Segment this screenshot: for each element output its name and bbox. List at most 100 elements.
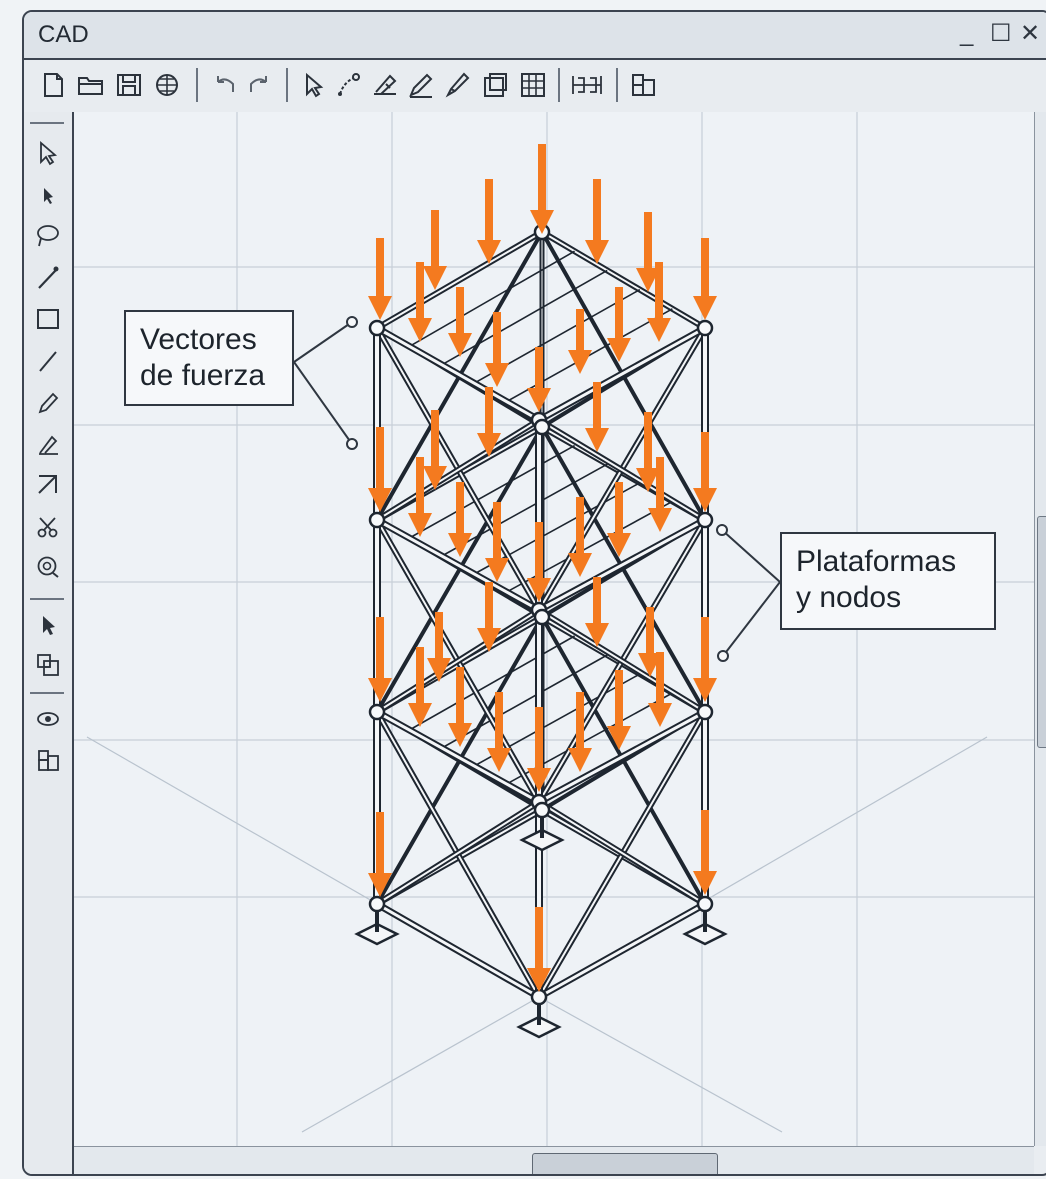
force-arrow-shaft [644, 212, 652, 272]
new-file-icon[interactable] [38, 70, 68, 100]
redo-icon[interactable] [244, 70, 274, 100]
force-arrow-shaft [593, 382, 601, 432]
force-arrow-head [368, 678, 392, 702]
horizontal-scroll-thumb[interactable] [532, 1153, 718, 1174]
force-arrow-head [585, 240, 609, 264]
force-arrow-head [607, 338, 631, 362]
force-arrow-shaft [576, 692, 584, 752]
structural-member-fill [376, 801, 540, 905]
small-pointer-icon[interactable] [35, 182, 61, 208]
node-tool-icon[interactable] [334, 70, 364, 100]
force-arrow-shaft [615, 287, 623, 342]
eye-icon[interactable] [35, 706, 61, 732]
blocks-icon[interactable] [628, 70, 658, 100]
horizontal-scrollbar[interactable] [74, 1146, 1034, 1174]
layers-icon[interactable] [35, 652, 61, 678]
force-arrow-head [527, 578, 551, 602]
force-arrow-shaft [644, 412, 652, 472]
web-icon[interactable] [152, 70, 182, 100]
force-arrow-shaft [535, 522, 543, 582]
force-arrow-head [448, 723, 472, 747]
brush-icon[interactable] [442, 70, 472, 100]
force-arrow-head [648, 508, 672, 532]
base-plate [516, 1015, 562, 1039]
force-arrow-shaft [431, 210, 439, 270]
structural-member-fill [538, 801, 706, 905]
platforms-nodes-label-line1: Plataformas [796, 545, 957, 578]
toolbar-separator [616, 68, 618, 102]
platforms-nodes-label-line2: y nodos [796, 581, 902, 614]
force-arrow-shaft [376, 238, 384, 300]
force-arrow-head [530, 210, 554, 234]
line-icon[interactable] [35, 348, 61, 374]
vertical-scroll-thumb[interactable] [1037, 516, 1046, 748]
force-arrow-shaft [701, 238, 709, 300]
base-plate [682, 922, 728, 946]
grid-icon[interactable] [518, 70, 548, 100]
scissors-icon[interactable] [35, 514, 61, 540]
rectangle-icon[interactable] [35, 306, 61, 332]
force-arrow-head [408, 513, 432, 537]
structural-member-fill [537, 710, 707, 804]
force-arrow-shaft [495, 692, 503, 752]
toolbar-separator [558, 68, 560, 102]
platform-joist [409, 250, 575, 348]
platforms-nodes-label: Plataformas y nodos [780, 532, 996, 630]
force-arrow-shaft [416, 647, 424, 707]
force-arrow-shaft [376, 427, 384, 492]
force-arrow-shaft [535, 907, 543, 972]
leader-dot [717, 650, 729, 662]
force-vectors-label-line1: Vectores [140, 323, 257, 356]
select-arrow-icon[interactable] [35, 140, 61, 166]
main-toolbar [24, 60, 1046, 114]
force-arrow-shaft [576, 309, 584, 354]
vertical-scrollbar[interactable] [1034, 112, 1046, 1146]
structural-member [540, 425, 707, 714]
platform-joist [409, 444, 575, 539]
force-arrow-shaft [646, 607, 654, 657]
force-arrow-head [487, 748, 511, 772]
force-arrow-head [568, 748, 592, 772]
force-arrow-head [693, 296, 717, 320]
structural-member-fill [541, 231, 706, 329]
base-plate [519, 828, 565, 852]
force-arrow-head [485, 363, 509, 387]
arrow-diagonal-icon[interactable] [35, 472, 61, 498]
force-arrow-head [477, 628, 501, 652]
line-pen-icon[interactable] [35, 264, 61, 290]
minimize-button[interactable]: _ [960, 20, 974, 47]
dimension-icon[interactable] [570, 70, 602, 100]
force-arrow-shaft [456, 287, 464, 337]
maximize-button[interactable]: ☐ [990, 20, 1012, 47]
close-button[interactable]: ✕ [1020, 20, 1041, 47]
drawing-canvas[interactable]: Vectores de fuerza Plataformas y nodos [74, 112, 1034, 1146]
open-folder-icon[interactable] [76, 70, 106, 100]
lasso-icon[interactable] [35, 222, 61, 248]
structural-member-fill [537, 326, 707, 422]
structure-node [368, 703, 386, 721]
measure-icon[interactable] [370, 70, 400, 100]
force-arrow-shaft [493, 502, 501, 562]
force-arrow-head [607, 726, 631, 750]
leader-line [721, 529, 781, 583]
undo-icon[interactable] [210, 70, 240, 100]
leader-line [293, 321, 353, 363]
pencil-icon[interactable] [406, 70, 436, 100]
angle-icon[interactable] [35, 432, 61, 458]
structural-member [540, 615, 707, 906]
blocks-icon[interactable] [35, 748, 61, 774]
force-arrow-shaft [538, 144, 546, 214]
pointer-icon[interactable] [35, 612, 61, 638]
force-arrow-shaft [416, 262, 424, 322]
force-arrow-head [647, 318, 671, 342]
zoom-icon[interactable] [35, 554, 61, 580]
structural-member-fill [537, 902, 707, 999]
force-arrow-head [636, 468, 660, 492]
select-pointer-icon[interactable] [298, 70, 328, 100]
pencil-icon[interactable] [35, 390, 61, 416]
force-arrow-shaft [485, 179, 493, 244]
force-arrow-shaft [615, 670, 623, 730]
layer-icon[interactable] [480, 70, 510, 100]
save-icon[interactable] [114, 70, 144, 100]
force-arrow-shaft [435, 612, 443, 662]
